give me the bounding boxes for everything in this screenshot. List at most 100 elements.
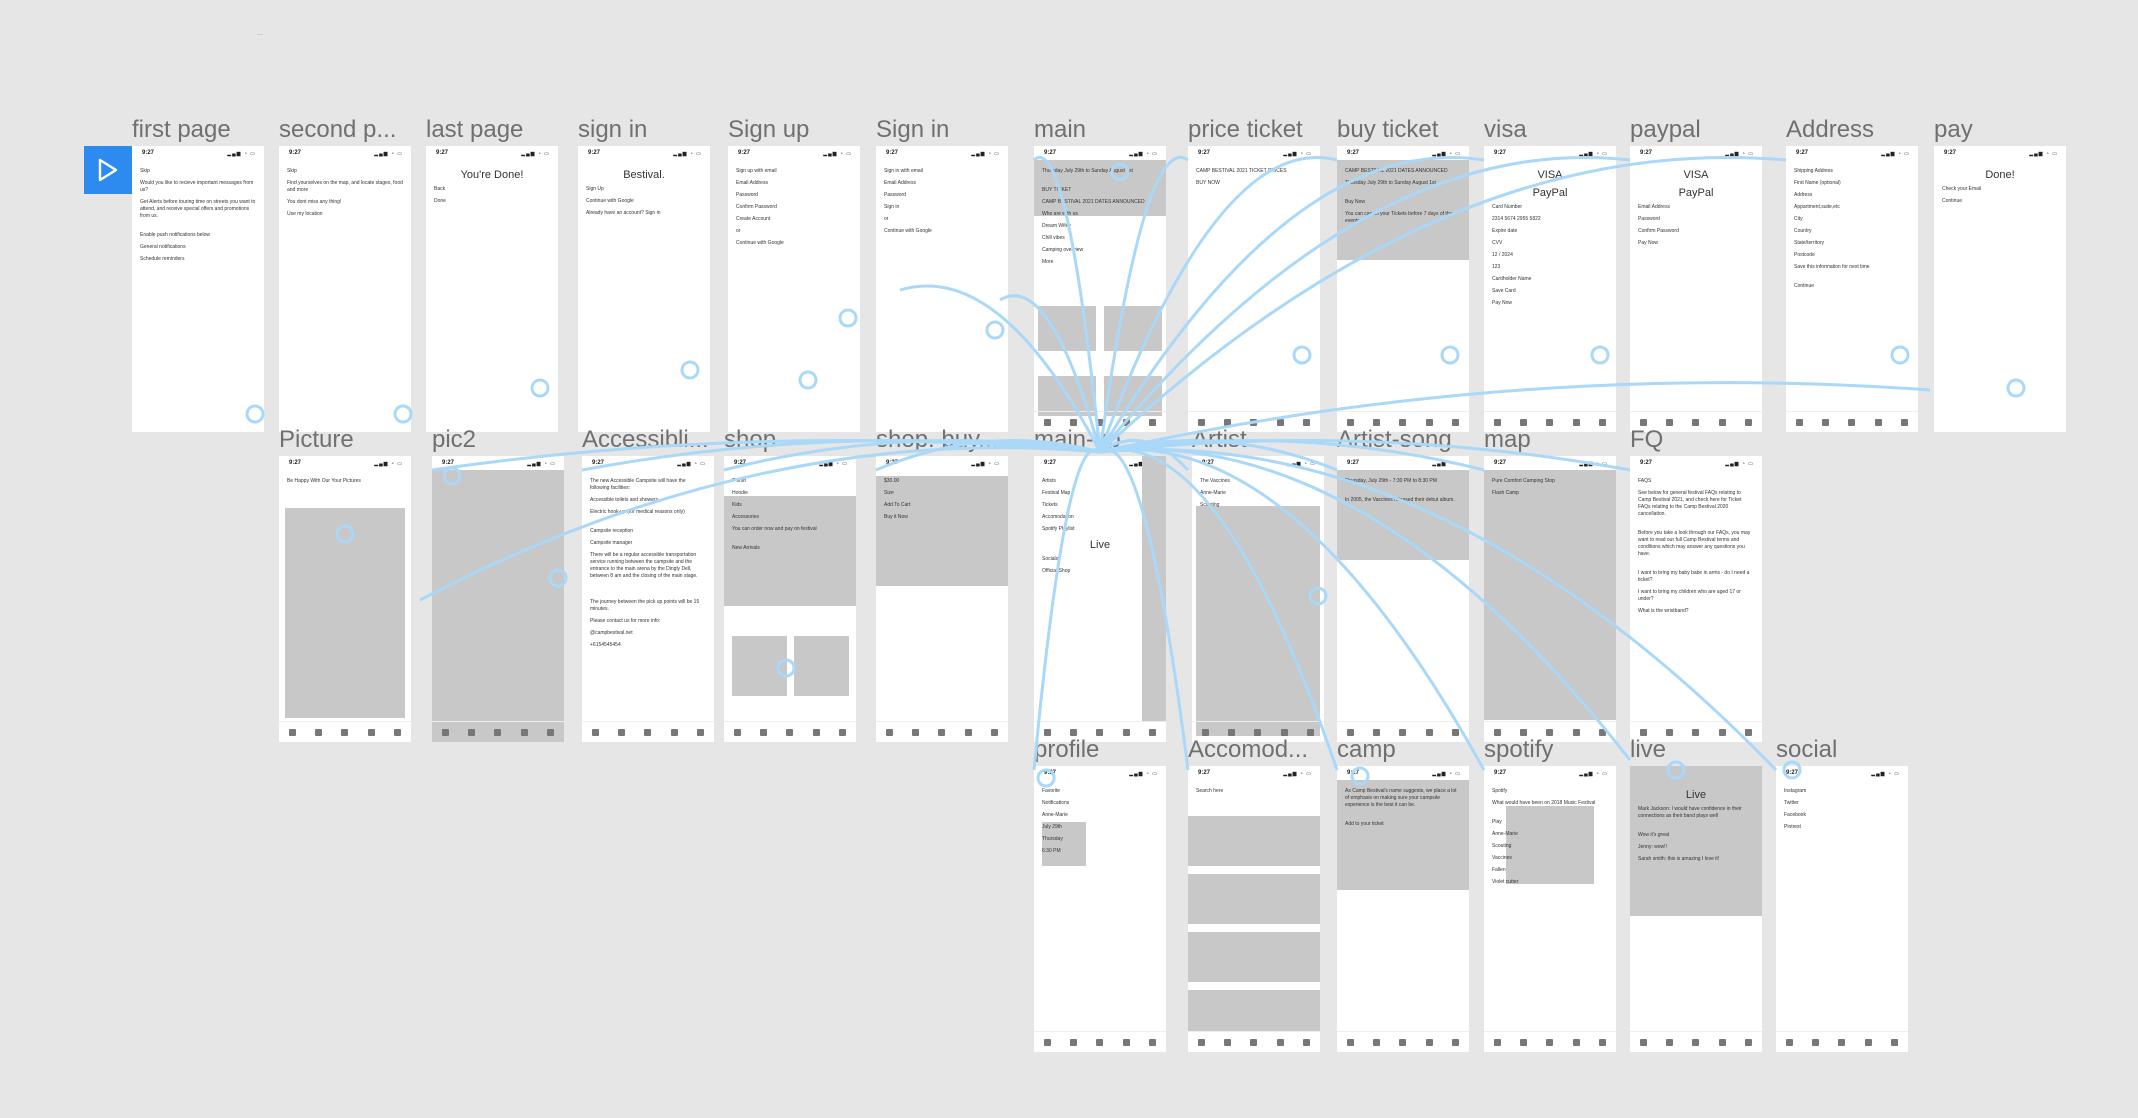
- frame-label-main[interactable]: main: [1034, 116, 1087, 143]
- tab-icon[interactable]: [1303, 1038, 1311, 1046]
- tab-icon[interactable]: [1122, 418, 1130, 426]
- tab-icon[interactable]: [1520, 728, 1528, 736]
- frame-label-shop[interactable]: shop: [724, 426, 777, 453]
- tab-icon[interactable]: [1228, 728, 1236, 736]
- tab-icon[interactable]: [1493, 728, 1501, 736]
- tab-icon[interactable]: [1122, 1038, 1130, 1046]
- frame-artist-song[interactable]: 9:27▂▄▆ ◔ ▭Thursday, July 29th - 7:30 PM…: [1337, 456, 1469, 742]
- tab-icon[interactable]: [964, 728, 972, 736]
- tab-icon[interactable]: [1399, 728, 1407, 736]
- tab-icon[interactable]: [1399, 1038, 1407, 1046]
- frame-label-address[interactable]: Address: [1786, 116, 1875, 143]
- tab-icon[interactable]: [1452, 418, 1460, 426]
- tab-icon[interactable]: [733, 728, 741, 736]
- frame-label-camp[interactable]: camp: [1337, 736, 1396, 763]
- tab-icon[interactable]: [1745, 418, 1753, 426]
- tab-icon[interactable]: [1572, 418, 1580, 426]
- frame-label-accessibility[interactable]: Accessibli...: [582, 426, 709, 453]
- frame-accomodation[interactable]: 9:27▂▄▆ ◔ ▭Search here: [1188, 766, 1320, 1052]
- tab-icon[interactable]: [1399, 418, 1407, 426]
- tab-icon[interactable]: [1572, 728, 1580, 736]
- tab-icon[interactable]: [1149, 418, 1157, 426]
- frame-camp[interactable]: 9:27▂▄▆ ◔ ▭As Camp Bestival's name sugge…: [1337, 766, 1469, 1052]
- tab-icon[interactable]: [520, 728, 528, 736]
- tab-icon[interactable]: [1307, 728, 1315, 736]
- tab-icon[interactable]: [591, 728, 599, 736]
- tab-icon[interactable]: [1639, 728, 1647, 736]
- tab-icon[interactable]: [760, 728, 768, 736]
- frame-label-paypal[interactable]: paypal: [1630, 116, 1701, 143]
- tab-icon[interactable]: [1276, 1038, 1284, 1046]
- tab-icon[interactable]: [1224, 418, 1232, 426]
- frame-accessibility[interactable]: 9:27▂▄▆ ◔ ▭The new Accessible Campsite w…: [582, 456, 714, 742]
- tab-icon[interactable]: [1572, 1038, 1580, 1046]
- frame-label-second-page[interactable]: second p...: [279, 116, 397, 143]
- frame-main[interactable]: 9:27▂▄▆ ◔ ▭Thursday July 29th to Sunday …: [1034, 146, 1166, 432]
- tab-icon[interactable]: [1373, 418, 1381, 426]
- tab-icon[interactable]: [1096, 1038, 1104, 1046]
- frame-label-pay[interactable]: pay: [1934, 116, 1973, 143]
- tab-icon[interactable]: [1197, 418, 1205, 426]
- tab-icon[interactable]: [1070, 418, 1078, 426]
- frame-label-shop-buy[interactable]: shop. buy...: [876, 426, 999, 453]
- tab-icon[interactable]: [1303, 418, 1311, 426]
- tab-icon[interactable]: [1666, 728, 1674, 736]
- tab-icon[interactable]: [1718, 418, 1726, 426]
- tab-bar[interactable]: [876, 721, 1008, 742]
- present-play-button[interactable]: [84, 146, 132, 194]
- tab-icon[interactable]: [1520, 418, 1528, 426]
- tab-icon[interactable]: [812, 728, 820, 736]
- frame-label-artist-song[interactable]: Artist-song: [1337, 426, 1452, 453]
- tab-icon[interactable]: [1280, 728, 1288, 736]
- frame-label-main-up[interactable]: main-up: [1034, 426, 1121, 453]
- tab-icon[interactable]: [1346, 418, 1354, 426]
- frame-label-map[interactable]: map: [1484, 426, 1531, 453]
- tab-icon[interactable]: [1745, 1038, 1753, 1046]
- tab-icon[interactable]: [912, 728, 920, 736]
- tab-icon[interactable]: [991, 728, 999, 736]
- tab-bar[interactable]: [1484, 1031, 1616, 1052]
- tab-icon[interactable]: [1043, 418, 1051, 426]
- frame-label-last-page[interactable]: last page: [426, 116, 524, 143]
- tab-icon[interactable]: [1718, 1038, 1726, 1046]
- tab-bar[interactable]: [432, 721, 564, 742]
- tab-icon[interactable]: [341, 728, 349, 736]
- tab-icon[interactable]: [618, 728, 626, 736]
- frame-label-sign-in-2[interactable]: Sign in: [876, 116, 950, 143]
- tab-icon[interactable]: [697, 728, 705, 736]
- tab-icon[interactable]: [1666, 418, 1674, 426]
- tab-bar[interactable]: [1188, 1031, 1320, 1052]
- frame-label-artist[interactable]: Artist: [1192, 426, 1247, 453]
- tab-icon[interactable]: [1425, 728, 1433, 736]
- frame-pic2[interactable]: 9:27▂▄▆ ◔ ▭: [432, 456, 564, 742]
- tab-bar[interactable]: [1337, 1031, 1469, 1052]
- tab-icon[interactable]: [1666, 1038, 1674, 1046]
- tab-icon[interactable]: [1812, 1038, 1820, 1046]
- tab-icon[interactable]: [1520, 1038, 1528, 1046]
- frame-label-sign-up[interactable]: Sign up: [728, 116, 810, 143]
- tab-icon[interactable]: [1149, 728, 1157, 736]
- frame-label-pic2[interactable]: pic2: [432, 426, 477, 453]
- tab-icon[interactable]: [1070, 728, 1078, 736]
- tab-icon[interactable]: [1197, 1038, 1205, 1046]
- tab-icon[interactable]: [1901, 418, 1909, 426]
- tab-bar[interactable]: [279, 721, 411, 742]
- tab-icon[interactable]: [1070, 1038, 1078, 1046]
- tab-icon[interactable]: [394, 728, 402, 736]
- tab-icon[interactable]: [839, 728, 847, 736]
- tab-icon[interactable]: [1254, 728, 1262, 736]
- tab-icon[interactable]: [1785, 1038, 1793, 1046]
